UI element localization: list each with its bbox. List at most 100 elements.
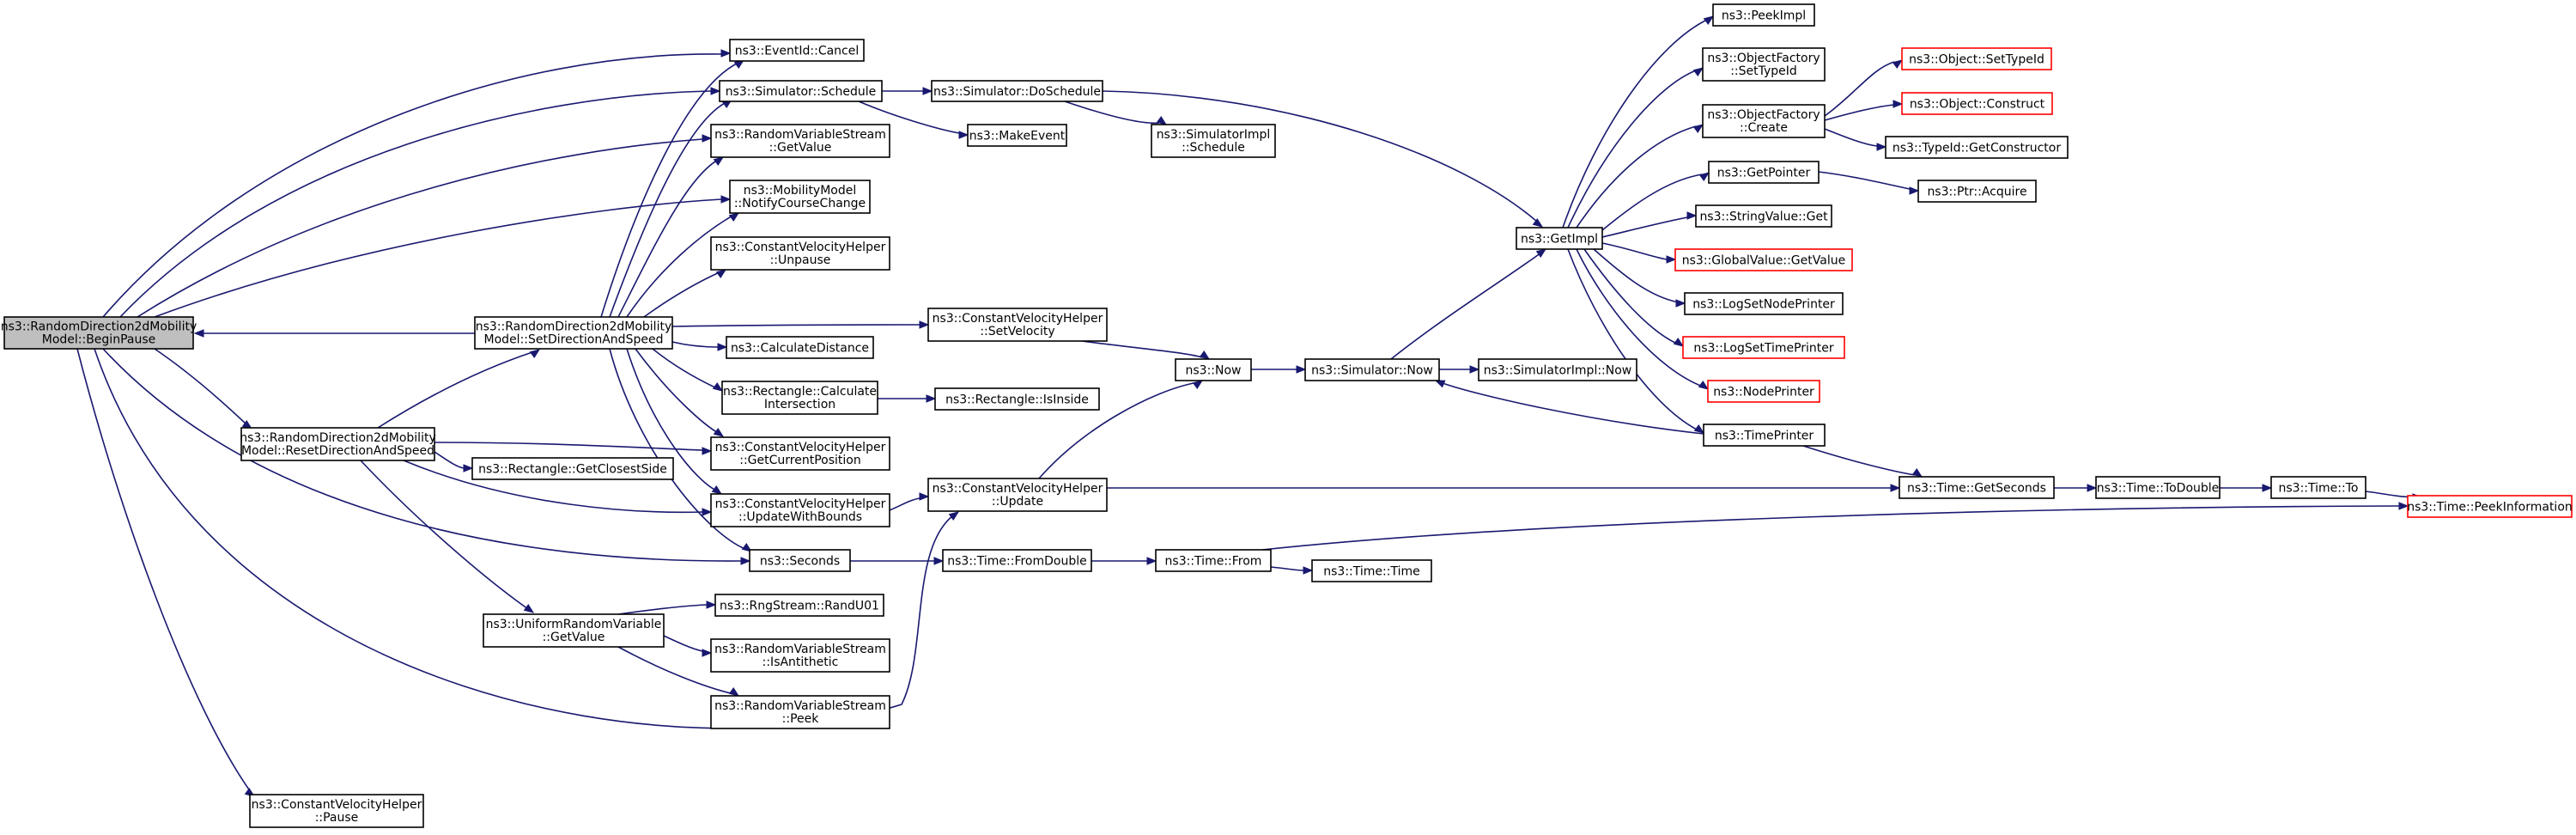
node-cvunpause[interactable]: ns3::ConstantVelocityHelper::Unpause <box>710 236 890 271</box>
node-box <box>471 457 674 480</box>
node-logsetnode[interactable]: ns3::LogSetNodePrinter <box>1684 292 1844 315</box>
node-getpointer[interactable]: ns3::GetPointer <box>1708 161 1820 184</box>
node-objconstruct[interactable]: ns3::Object::Construct <box>1901 92 2053 115</box>
node-logsettime[interactable]: ns3::LogSetTimePrinter <box>1682 336 1845 359</box>
call-edge <box>663 635 703 652</box>
node-rectclosest[interactable]: ns3::Rectangle::GetClosestSide <box>471 457 674 480</box>
node-box <box>719 80 883 102</box>
node-label: ns3::ObjectFactory <box>1707 108 1820 122</box>
node-objfcreate[interactable]: ns3::ObjectFactory::Create <box>1702 104 1826 138</box>
edge-arrowhead <box>1692 124 1704 134</box>
node-label: ns3::Time::ToDouble <box>2097 482 2220 496</box>
node-label: ns3::ConstantVelocityHelper <box>715 497 886 511</box>
node-label: ns3::Time::Time <box>1323 565 1419 579</box>
node-box <box>942 549 1092 572</box>
node-cvsetvel[interactable]: ns3::ConstantVelocityHelper::SetVelocity <box>927 308 1108 342</box>
node-box <box>710 493 890 527</box>
node-nodeprinter[interactable]: ns3::NodePrinter <box>1707 380 1820 403</box>
node-strvalget[interactable]: ns3::StringValue::Get <box>1695 204 1832 228</box>
node-objsettid[interactable]: ns3::Object::SetTypeId <box>1901 47 2052 70</box>
node-setdir[interactable]: ns3::RandomDirection2dMobilityModel::Set… <box>474 316 673 350</box>
node-eventcancel[interactable]: ns3::EventId::Cancel <box>729 39 865 62</box>
node-rectinside[interactable]: ns3::Rectangle::IsInside <box>934 387 1100 411</box>
call-edge <box>377 351 533 429</box>
node-box <box>749 549 851 572</box>
node-ptracquire[interactable]: ns3::Ptr::Acquire <box>1917 180 2037 203</box>
node-label: ns3::Time::PeekInformation <box>2407 501 2573 515</box>
node-simimplnow[interactable]: ns3::SimulatorImpl::Now <box>1478 358 1637 381</box>
edge-arrowhead <box>1434 380 1446 388</box>
node-timetodbl[interactable]: ns3::Time::ToDouble <box>2095 476 2221 499</box>
node-calcdist[interactable]: ns3::CalculateDistance <box>726 336 874 359</box>
call-edge <box>617 646 735 695</box>
node-label: ns3::Now <box>1186 364 1242 378</box>
node-label: ns3::RandomDirection2dMobility <box>476 320 671 334</box>
edge-arrowhead <box>1666 255 1677 264</box>
edge-arrowhead <box>2262 484 2273 492</box>
edge-arrowhead <box>1686 211 1698 220</box>
edge-arrowhead <box>702 134 713 143</box>
call-edge <box>102 348 742 562</box>
call-edge <box>1593 248 1680 303</box>
node-simnow[interactable]: ns3::Simulator::Now <box>1304 358 1440 381</box>
node-cvupdate[interactable]: ns3::ConstantVelocityHelper::Update <box>927 478 1108 512</box>
node-label: ns3::SimulatorImpl::Now <box>1484 364 1632 378</box>
node-simdosched[interactable]: ns3::Simulator::DoSchedule <box>931 80 1103 102</box>
node-rngrand[interactable]: ns3::RngStream::RandU01 <box>714 594 884 617</box>
node-timeprinter[interactable]: ns3::TimePrinter <box>1703 424 1826 447</box>
node-label: ns3::RandomDirection2dMobility <box>240 431 435 445</box>
call-edge <box>609 101 729 318</box>
node-makeevent[interactable]: ns3::MakeEvent <box>967 124 1067 147</box>
node-cvpause[interactable]: ns3::ConstantVelocityHelper::Pause <box>249 794 424 828</box>
node-label: ns3::Time::GetSeconds <box>1907 482 2046 496</box>
node-box <box>2407 495 2573 518</box>
edge-arrowhead <box>702 508 713 516</box>
node-label: ns3::Simulator::Now <box>1311 364 1433 378</box>
call-edge <box>154 348 247 425</box>
node-now[interactable]: ns3::Now <box>1175 358 1252 381</box>
node-label: ::Schedule <box>1182 141 1245 155</box>
node-reset[interactable]: ns3::RandomDirection2dMobilityModel::Res… <box>240 427 436 461</box>
node-cvgetpos[interactable]: ns3::ConstantVelocityHelper::GetCurrentP… <box>710 436 890 471</box>
node-objfsettid[interactable]: ns3::ObjectFactory::SetTypeId <box>1702 47 1826 82</box>
node-box <box>1901 47 2052 70</box>
node-timefrom[interactable]: ns3::Time::From <box>1155 549 1272 572</box>
node-simimplsched[interactable]: ns3::SimulatorImpl::Schedule <box>1151 124 1276 158</box>
node-cvupdbounds[interactable]: ns3::ConstantVelocityHelper::UpdateWithB… <box>710 493 890 527</box>
node-timeto[interactable]: ns3::Time::To <box>2270 476 2366 499</box>
node-rvsanti[interactable]: ns3::RandomVariableStream::IsAntithetic <box>710 638 890 673</box>
node-seconds[interactable]: ns3::Seconds <box>749 549 851 572</box>
node-timegetsec[interactable]: ns3::Time::GetSeconds <box>1899 476 2055 499</box>
call-edge <box>1567 70 1697 229</box>
call-edge <box>1576 125 1697 229</box>
node-box <box>2095 476 2221 499</box>
call-edge <box>1824 128 1878 147</box>
node-rvsget[interactable]: ns3::RandomVariableStream::GetValue <box>710 124 890 158</box>
call-edge <box>434 442 703 451</box>
node-timepeek[interactable]: ns3::Time::PeekInformation <box>2407 495 2573 518</box>
call-edge <box>1261 505 2400 551</box>
edge-arrowhead <box>1532 217 1544 228</box>
node-label: ns3::ObjectFactory <box>1707 52 1820 65</box>
call-edge <box>434 451 465 469</box>
node-box <box>714 594 884 617</box>
node-label: ns3::ConstantVelocityHelper <box>933 312 1103 326</box>
node-timefromdbl[interactable]: ns3::Time::FromDouble <box>942 549 1092 572</box>
node-getimpl[interactable]: ns3::GetImpl <box>1516 227 1603 250</box>
node-box <box>726 336 874 359</box>
node-rvspeek[interactable]: ns3::RandomVariableStream::Peek <box>710 695 890 729</box>
node-typeidgetctor[interactable]: ns3::TypeId::GetConstructor <box>1885 136 2069 159</box>
node-simschedule[interactable]: ns3::Simulator::Schedule <box>719 80 883 102</box>
node-box <box>1707 380 1820 403</box>
node-globalval[interactable]: ns3::GlobalValue::GetValue <box>1674 248 1853 271</box>
node-mmnotify[interactable]: ns3::MobilityModel::NotifyCourseChange <box>729 180 871 214</box>
node-label: ns3::ConstantVelocityHelper <box>715 241 886 254</box>
node-urvget[interactable]: ns3::UniformRandomVariable::GetValue <box>483 613 665 648</box>
node-peekimpl[interactable]: ns3::PeekImpl <box>1712 3 1815 27</box>
node-label: ns3::GetImpl <box>1521 233 1598 247</box>
edge-arrowhead <box>1911 467 1923 478</box>
call-edge <box>1576 248 1704 387</box>
node-timetime[interactable]: ns3::Time::Time <box>1311 559 1432 582</box>
node-root[interactable]: ns3::RandomDirection2dMobilityModel::Beg… <box>1 316 197 350</box>
